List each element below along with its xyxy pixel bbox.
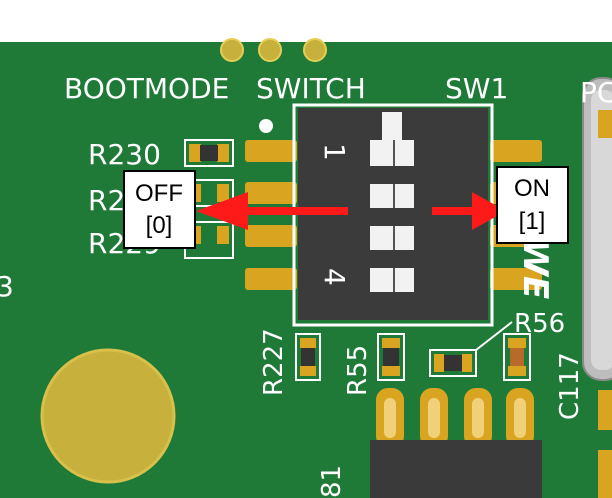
r55-label: R55	[343, 345, 373, 396]
mounting-hole-pad	[40, 348, 176, 484]
ic-ref-label: 81	[317, 465, 347, 498]
resistor-r230	[184, 139, 234, 167]
on-callout: ON [1]	[496, 166, 569, 244]
resistor-r227	[295, 333, 321, 381]
switch-pos-4: 4	[318, 268, 351, 286]
r230-label: R230	[88, 138, 161, 171]
right-component	[582, 77, 612, 498]
edge-label: 3	[0, 270, 14, 303]
r227-label: R227	[259, 328, 289, 396]
on-callout-line1: ON	[514, 175, 550, 202]
header-pads	[220, 38, 327, 62]
sw1-label: SW1	[445, 72, 508, 105]
on-callout-line2: [1]	[519, 208, 546, 235]
background-strip	[0, 0, 612, 42]
dip-toggles	[370, 112, 414, 292]
switch-pads-left	[245, 140, 297, 290]
pc-label: PC	[580, 76, 612, 109]
off-arrow	[196, 192, 348, 230]
pin1-marker	[259, 119, 273, 133]
switch-pos-1: 1	[318, 143, 351, 161]
off-callout-line1: OFF	[135, 180, 183, 207]
r2-label: R2	[88, 184, 125, 217]
resistor-r55	[377, 333, 405, 381]
c117-label: C117	[555, 352, 585, 420]
off-callout: OFF [0]	[123, 170, 196, 249]
bootmode-label: BOOTMODE	[64, 72, 229, 105]
off-callout-line2: [0]	[146, 212, 173, 239]
ic-chip	[370, 388, 542, 498]
on-arrow	[432, 192, 506, 230]
switch-label: SWITCH	[256, 72, 366, 105]
capacitor-c117	[503, 333, 531, 381]
resistor-r56	[429, 321, 513, 377]
